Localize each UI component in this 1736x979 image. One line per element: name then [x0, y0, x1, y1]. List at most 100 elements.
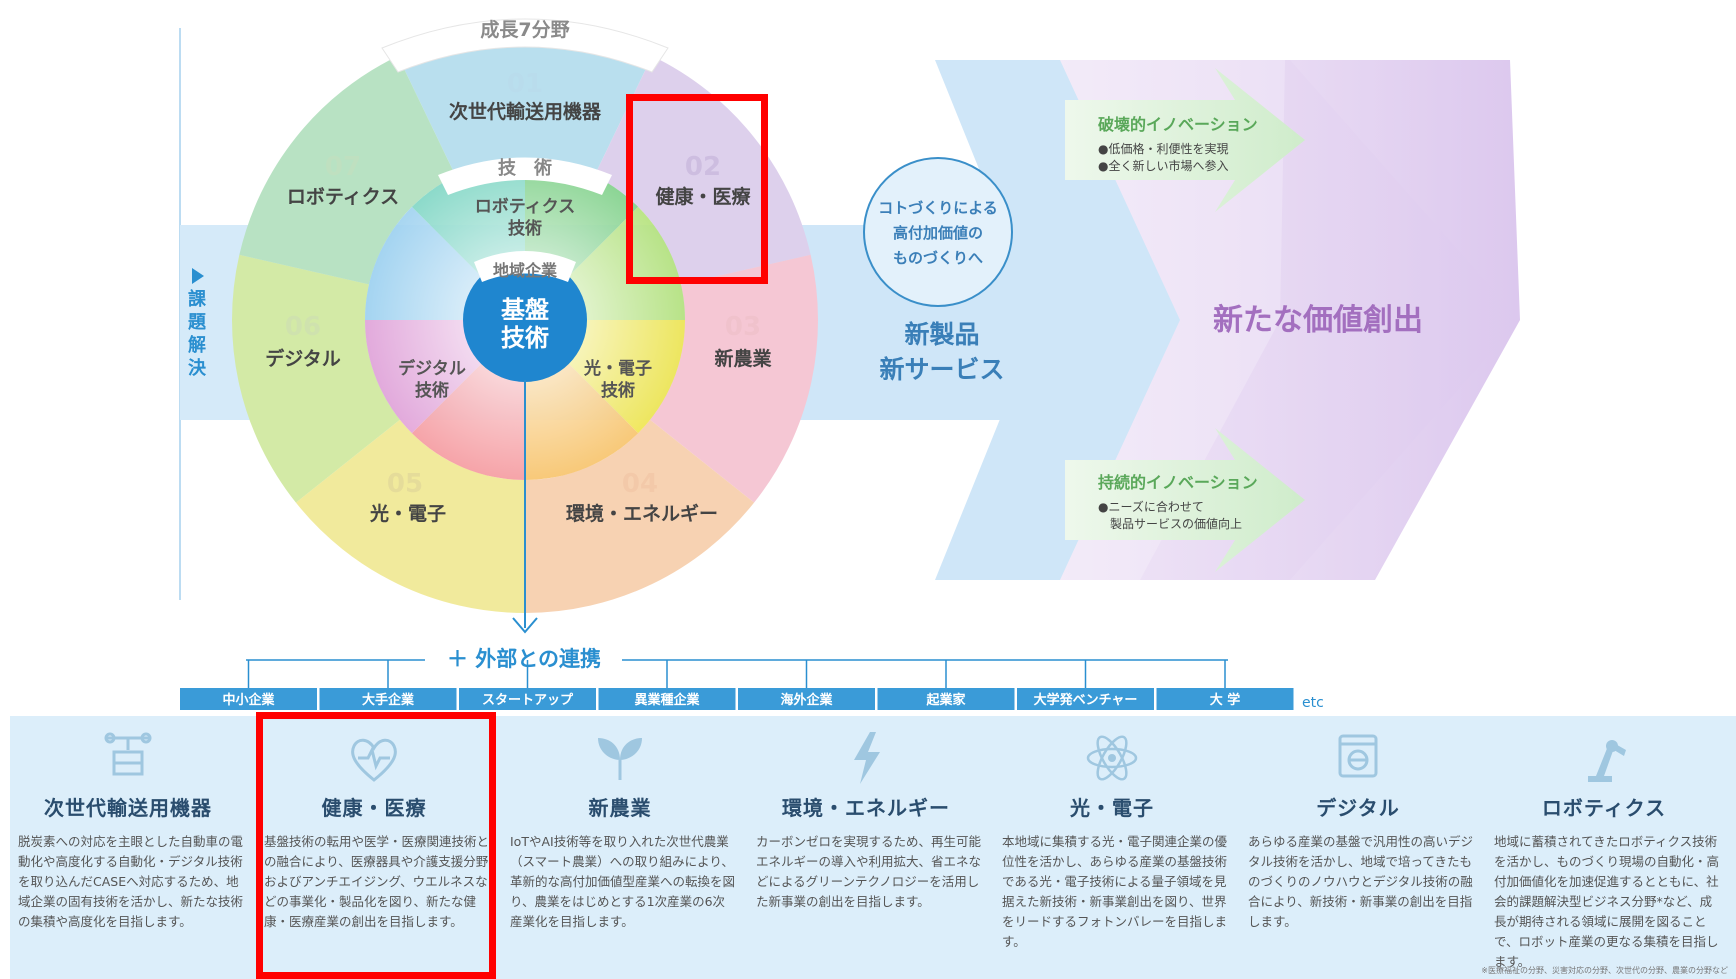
new-value-label: 新たな価値創出	[1213, 303, 1423, 338]
field-03-label: 新農業	[714, 347, 772, 370]
card-description: IoTやAI技術等を取り入れた次世代農業（スマート農業）への取り組みにより、革新…	[510, 834, 736, 929]
card-description: カーボンゼロを実現するため、再生可能エネルギーの導入や利用拡大、省エネなどによる…	[756, 834, 982, 909]
lightning-icon	[746, 730, 986, 790]
kotozukuri-line2: 高付加価値の	[893, 224, 983, 242]
partner-box	[459, 688, 596, 710]
atom-icon	[992, 730, 1232, 790]
ring-segment	[239, 56, 456, 285]
card-title: ロボティクス	[1541, 796, 1667, 820]
card-title: 次世代輸送用機器	[44, 796, 212, 820]
field-04-label: 環境・エネルギー	[566, 502, 718, 525]
field-card: 光・電子本地域に集積する光・電子関連企業の優位性を活かし、あらゆる産業の基盤技術…	[992, 720, 1232, 979]
card-title: 健康・医療	[321, 796, 427, 820]
partner-boxes: 中小企業大手企業スタートアップ異業種企業海外企業起業家大学発ベンチャー大 学	[180, 688, 1294, 710]
field-card: 新農業 IoTやAI技術等を取り入れた次世代農業（スマート農業）への取り組みにより…	[500, 720, 740, 979]
monitor-globe-icon	[1238, 730, 1478, 790]
ring-segment	[397, 27, 653, 176]
innovation-top-title: 破壊的イノベーション	[1098, 115, 1258, 134]
tech-digital-2: 技術	[415, 380, 449, 401]
field-card: 次世代輸送用機器脱炭素への対応を主眼とした自動車の電動化や高度化する自動化・デジ…	[8, 720, 248, 979]
partner-box	[1017, 688, 1154, 710]
innovation-top-item1: ●低価格・利便性を実現	[1098, 141, 1228, 156]
partner-connectors	[247, 660, 1226, 688]
left-bar-label: 課 題 解 決	[188, 288, 207, 379]
field-01-label: 次世代輸送用機器	[449, 100, 602, 123]
field-03-num: 03	[725, 312, 761, 342]
triangle-icon	[192, 268, 204, 284]
card-title: デジタル	[1316, 796, 1400, 820]
core-line1: 基盤	[501, 296, 550, 324]
tech-digital-1: デジタル	[398, 358, 466, 379]
kotozukuri-circle	[863, 157, 1013, 307]
tech-robotics-1: ロボティクス	[475, 197, 575, 217]
disruptive-innovation-arrow	[1065, 68, 1305, 212]
innovation-bottom-title: 持続的イノベーション	[1098, 473, 1258, 492]
heart-pulse-icon	[254, 730, 494, 790]
ring-segment	[525, 419, 755, 613]
partner-box	[877, 688, 1015, 710]
card-title: 光・電子	[1070, 796, 1154, 820]
ring-segment	[594, 56, 811, 285]
tech-photon-1: 光・電子	[583, 358, 652, 379]
field-02-num: 02	[685, 152, 721, 182]
kotozukuri-line1: コトづくりによる	[878, 199, 998, 217]
sustaining-innovation-arrow	[1065, 428, 1305, 572]
field-01-num: 01	[507, 69, 543, 99]
innovation-top-item2: ●全く新しい市場へ参入	[1098, 158, 1228, 173]
tech-header-arc	[438, 157, 612, 195]
external-etc: etc	[1302, 695, 1324, 711]
partner-box	[1156, 688, 1294, 710]
field-07-label: ロボティクス	[287, 186, 399, 208]
field-06-label: デジタル	[265, 347, 341, 370]
field-card: 環境・エネルギーカーボンゼロを実現するため、再生可能エネルギーの導入や利用拡大、…	[746, 720, 986, 979]
tech-robotics-2: 技術	[508, 218, 542, 239]
arrow-down-icon	[512, 617, 538, 634]
tech-photon-2: 技術	[601, 380, 635, 401]
highlight-box-ring-health	[626, 94, 768, 284]
card-title: 新農業	[588, 796, 652, 820]
partner-box	[319, 688, 457, 710]
card-description: 本地域に集積する光・電子関連企業の優位性を活かし、あらゆる産業の基盤技術である光…	[1002, 834, 1228, 949]
svg-text:課: 課	[188, 288, 207, 310]
footnote: ※医療福祉の分野、災害対応の分野、次世代の分野、農業の分野など	[1481, 966, 1728, 975]
ring-segment	[650, 254, 818, 503]
partner-label: 異業種企業	[634, 692, 700, 708]
field-card: デジタルあらゆる産業の基盤で汎用性の高いデジタル技術を活かし、地域で培ってきたも…	[1238, 720, 1478, 979]
ring-header-arc	[381, 18, 669, 73]
outer-ring	[232, 27, 818, 613]
new-products-line1: 新製品	[904, 320, 979, 349]
ring-segment	[295, 419, 525, 613]
partner-box	[738, 688, 875, 710]
core-line2: 技術	[501, 324, 549, 352]
partner-label: 大 学	[1210, 692, 1241, 708]
field-04-num: 04	[622, 469, 658, 499]
partner-box	[180, 688, 317, 710]
card-description: 脱炭素への対応を主眼とした自動車の電動化や高度化する自動化・デジタル技術を取り込…	[18, 834, 244, 929]
highlight-box-card-health	[256, 712, 496, 979]
ring-header: 成長7分野	[480, 18, 569, 41]
sprout-icon	[500, 730, 740, 790]
partner-label: 中小企業	[222, 692, 275, 708]
card-description: 基盤技術の転用や医学・医療関連技術との融合により、医療器具や介護支援分野およびア…	[264, 834, 490, 929]
svg-text:決: 決	[188, 357, 207, 379]
vehicle-icon	[8, 730, 248, 790]
innovation-bottom-item1: ●ニーズに合わせて	[1098, 499, 1204, 514]
tech-header: 技 術	[498, 157, 552, 179]
kotozukuri-line3: ものづくりへ	[893, 249, 983, 267]
external-title: ＋ 外部との連携	[447, 647, 601, 671]
field-05-num: 05	[387, 469, 423, 499]
svg-text:題: 題	[188, 312, 207, 333]
field-07-num: 07	[325, 152, 361, 182]
card-description: 地域に蓄積されてきたロボティクス技術を活かし、ものづくり現場の自動化・高付加価値…	[1494, 834, 1720, 969]
core-circle	[463, 258, 587, 382]
innovation-bottom-item2: 製品サービスの価値向上	[1110, 516, 1242, 531]
core-badge: 地域企業	[493, 261, 558, 280]
partner-label: スタートアップ	[482, 693, 574, 708]
partner-box	[598, 688, 736, 710]
partner-label: 大手企業	[362, 692, 415, 708]
new-products-line2: 新サービス	[879, 355, 1004, 384]
partner-label: 大学発ベンチャー	[1034, 692, 1138, 708]
svg-text:解: 解	[188, 334, 206, 356]
field-05-label: 光・電子	[369, 502, 446, 525]
card-title: 環境・エネルギー	[782, 796, 950, 820]
